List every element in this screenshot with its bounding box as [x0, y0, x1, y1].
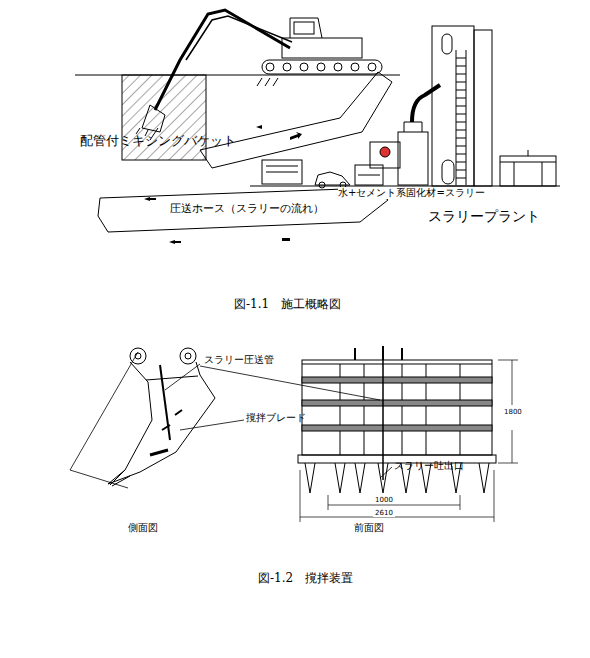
ground-marks: [257, 78, 278, 86]
part-label: 側面図: [128, 522, 158, 534]
bucket-tooth: [479, 463, 489, 493]
bucket-tooth: [335, 463, 345, 493]
part-label: 撹拌ブレード: [246, 412, 306, 424]
ladder-rung: [456, 98, 466, 99]
dimension: 2610: [373, 509, 395, 517]
blade-bar: [302, 425, 492, 431]
part-label: 配管付ミキシングバケット: [80, 134, 236, 149]
dimension: 1800: [504, 408, 522, 416]
ladder-rung: [456, 106, 466, 107]
track-wheel: [334, 63, 342, 71]
ladder-rung: [456, 130, 466, 131]
track-wheel: [317, 63, 325, 71]
ladder-rung: [456, 154, 466, 155]
track-wheel: [351, 63, 359, 71]
dimension: 1000: [373, 496, 395, 504]
part-label: スラリー圧送管: [204, 354, 274, 366]
ladder-rung: [456, 90, 466, 91]
generator: [262, 160, 302, 184]
figure-caption: 図-1.1 施工概略図: [234, 298, 341, 312]
bucket-side-view: [70, 348, 215, 488]
part-label: スラリー吐出口: [394, 460, 464, 472]
dimension-lines: [300, 360, 518, 522]
leader-line: [165, 364, 392, 478]
blade-bar: [302, 400, 492, 406]
hose-band: [200, 72, 392, 168]
ladder-rung: [456, 162, 466, 163]
bucket-tooth: [305, 463, 315, 493]
ladder-rung: [456, 114, 466, 115]
part-label: スラリープラント: [428, 208, 540, 224]
bucket-front-view: [298, 346, 496, 493]
ladder-rung: [456, 138, 466, 139]
ladder-rung: [456, 178, 466, 179]
figure-caption: 図-1.2 撹拌装置: [258, 572, 353, 586]
ladder-rung: [456, 74, 466, 75]
excavator: [136, 10, 382, 136]
storage-shed: [500, 150, 556, 186]
bucket-tooth: [355, 463, 365, 493]
silo-tower: [432, 26, 492, 186]
track-wheel: [368, 63, 376, 71]
track-wheel: [266, 63, 274, 71]
part-label: 前面図: [354, 522, 384, 534]
ladder-rung: [456, 58, 466, 59]
ladder-rung: [456, 82, 466, 83]
ladder-rung: [456, 170, 466, 171]
track-wheel: [283, 63, 291, 71]
track-wheel: [300, 63, 308, 71]
blade-bar: [302, 377, 492, 383]
part-label: 水+セメント系固化材=スラリー: [338, 187, 485, 199]
ladder-rung: [456, 146, 466, 147]
mixer-unit: [355, 85, 440, 185]
ladder-rung: [456, 66, 466, 67]
ladder-rung: [456, 122, 466, 123]
part-label: 圧送ホース（スラリーの流れ）: [170, 203, 324, 216]
